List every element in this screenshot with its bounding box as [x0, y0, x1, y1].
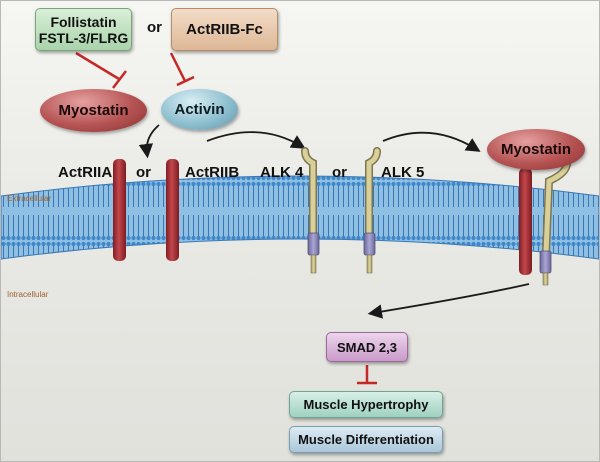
myostatin-ligand-label: Myostatin: [58, 102, 129, 119]
actriib-fc-label: ActRIIB-Fc: [186, 21, 263, 38]
receptor-or-label-2: or: [332, 164, 347, 181]
inhibition-follistatin-to-myostatin: [75, 51, 127, 89]
cell-membrane: [1, 175, 599, 260]
follistatin-label: Follistatin: [50, 13, 117, 30]
muscle-differentiation-box: Muscle Differentiation: [289, 426, 443, 453]
alk4-receptor: [301, 147, 320, 274]
actriib-receptor: [166, 159, 179, 261]
actriib-label: ActRIIB: [185, 164, 240, 181]
alk5-label: ALK 5: [381, 164, 425, 181]
arrow-type2-to-type1: [206, 131, 306, 149]
intracellular-label: Intracellular: [7, 290, 49, 299]
alk4-label: ALK 4: [260, 164, 304, 181]
muscle-hypertrophy-box: Muscle Hypertrophy: [289, 391, 443, 418]
activin-ligand: Activin: [161, 89, 238, 130]
smad-box: SMAD 2,3: [326, 332, 408, 362]
muscle-hypertrophy-label: Muscle Hypertrophy: [303, 397, 429, 412]
inhibition-smad-to-hypertrophy: [357, 365, 377, 385]
inhibitor-or-label: or: [147, 19, 162, 36]
complex-myostatin: Myostatin: [487, 129, 585, 170]
follistatin-box: Follistatin FSTL-3/FLRG: [35, 8, 132, 51]
myostatin-ligand: Myostatin: [40, 89, 147, 132]
arrow-ligand-to-receptor: [138, 124, 160, 159]
alk5-receptor: [363, 147, 381, 274]
receptor-or-label-1: or: [136, 164, 151, 181]
complex-myostatin-label: Myostatin: [500, 141, 571, 158]
arrow-complex-to-smad: [367, 283, 530, 319]
fstl3-flrg-label: FSTL-3/FLRG: [38, 29, 129, 46]
extracellular-label: Extracellular: [7, 194, 52, 203]
smad-label: SMAD 2,3: [337, 339, 397, 355]
arrow-receptors-to-complex: [382, 131, 481, 152]
inhibition-actriib-fc-to-activin: [169, 52, 195, 87]
muscle-differentiation-label: Muscle Differentiation: [298, 432, 434, 447]
activin-ligand-label: Activin: [174, 101, 225, 118]
actriib-fc-box: ActRIIB-Fc: [171, 8, 278, 51]
actriia-receptor: [113, 159, 126, 261]
actriia-label: ActRIIA: [58, 164, 113, 181]
